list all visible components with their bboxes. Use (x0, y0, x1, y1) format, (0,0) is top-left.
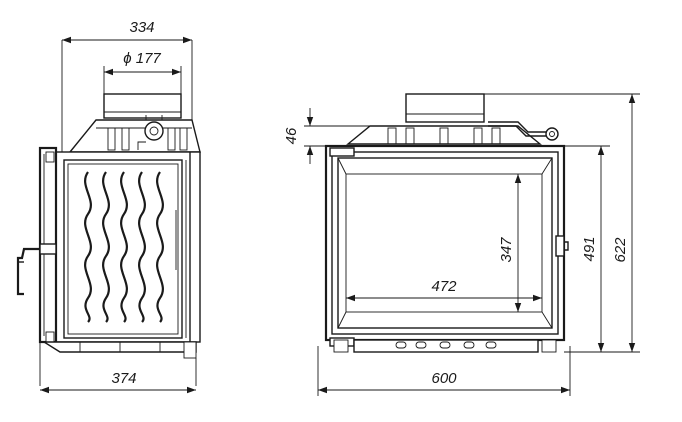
dimension-top-offset-46: 46 (283, 108, 406, 164)
side-view: 334 ϕ 177 (16, 19, 201, 394)
door-handle (16, 243, 57, 296)
dimension-glass-height-347: 347 (498, 174, 522, 312)
dimension-text-347: 347 (498, 237, 515, 263)
dimension-body-height-491: 491 (564, 145, 610, 353)
dimension-text-flue: ϕ 177 (123, 50, 161, 67)
dimension-width-374: 374 (40, 370, 196, 394)
dimension-text-491: 491 (581, 236, 598, 261)
dimension-text-374: 374 (111, 370, 136, 387)
dimension-text-46: 46 (283, 127, 300, 144)
dimension-glass-width-472: 472 (346, 278, 542, 302)
dimension-total-width-600: 600 (317, 346, 571, 396)
dimension-text-334: 334 (129, 19, 154, 36)
front-view: 46 472 347 491 622 (283, 93, 640, 396)
side-base (39, 341, 197, 386)
front-top-housing (346, 121, 559, 145)
convection-fins (84, 171, 177, 323)
dimension-total-height-622: 622 (484, 93, 640, 353)
dimension-text-600: 600 (431, 370, 457, 387)
flue-collar (103, 93, 182, 119)
front-body (324, 144, 569, 347)
front-base (333, 339, 557, 353)
front-flue-collar (405, 93, 485, 123)
dimension-width-334: 334 (61, 19, 193, 152)
dimension-text-622: 622 (612, 237, 629, 263)
dimension-text-472: 472 (431, 278, 457, 295)
top-housing (68, 115, 201, 153)
